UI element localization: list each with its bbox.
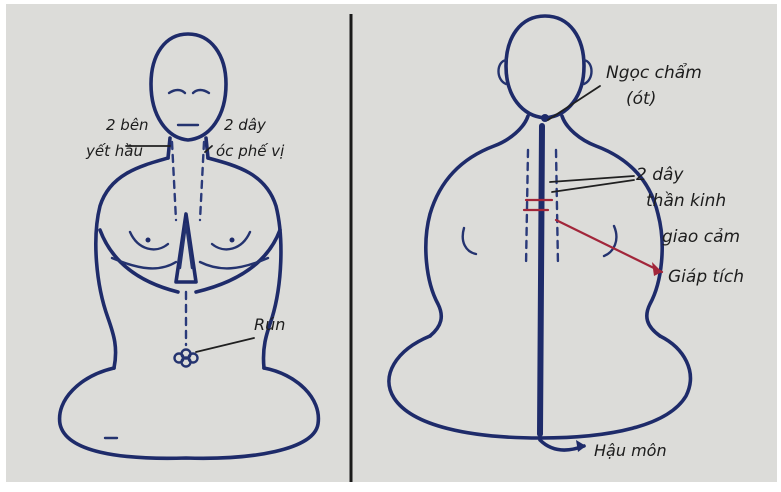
left-nipple <box>146 238 151 243</box>
label-vagus-2: óc phế vị <box>216 142 285 160</box>
label-sympathetic-2: thần kinh <box>646 190 726 211</box>
neck-left <box>168 138 170 158</box>
label-spine: Giáp tích <box>668 267 744 287</box>
label-nape-2: (ót) <box>626 89 656 109</box>
label-anus: Hậu môn <box>594 441 667 460</box>
label-throat-2: yết hầu <box>85 142 143 160</box>
label-nape-1: Ngọc chẩm <box>606 62 702 83</box>
label-vagus-1: 2 dây <box>224 116 267 134</box>
label-sympathetic-3: giao cảm <box>662 227 740 247</box>
label-throat-1: 2 bên <box>106 116 149 134</box>
label-sympathetic-1: 2 dây <box>636 165 684 185</box>
label-navel: Rún <box>254 315 285 334</box>
right-nipple <box>230 238 235 243</box>
neck-right <box>206 138 208 158</box>
spine-line <box>540 126 542 434</box>
